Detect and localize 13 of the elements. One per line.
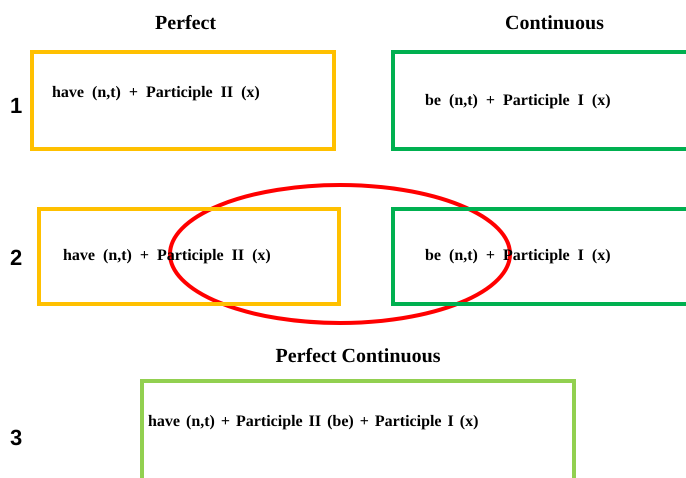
row-number: 1 (10, 93, 22, 119)
formula-box (391, 50, 686, 151)
column-heading: Continuous (505, 12, 604, 35)
formula-text: have (n,t) + Participle II (x) (52, 84, 260, 102)
row-number: 2 (10, 245, 22, 271)
row-number: 3 (10, 425, 22, 451)
formula-box (30, 50, 336, 151)
formula-box (37, 207, 341, 306)
formula-text: have (n,t) + Participle II (be) + Participle I (x) (148, 413, 478, 431)
box-heading: Perfect Continuous (274, 345, 442, 368)
formula-text: be (n,t) + Participle I (x) (425, 92, 611, 110)
column-heading: Perfect (155, 12, 216, 35)
formula-box (391, 207, 686, 306)
